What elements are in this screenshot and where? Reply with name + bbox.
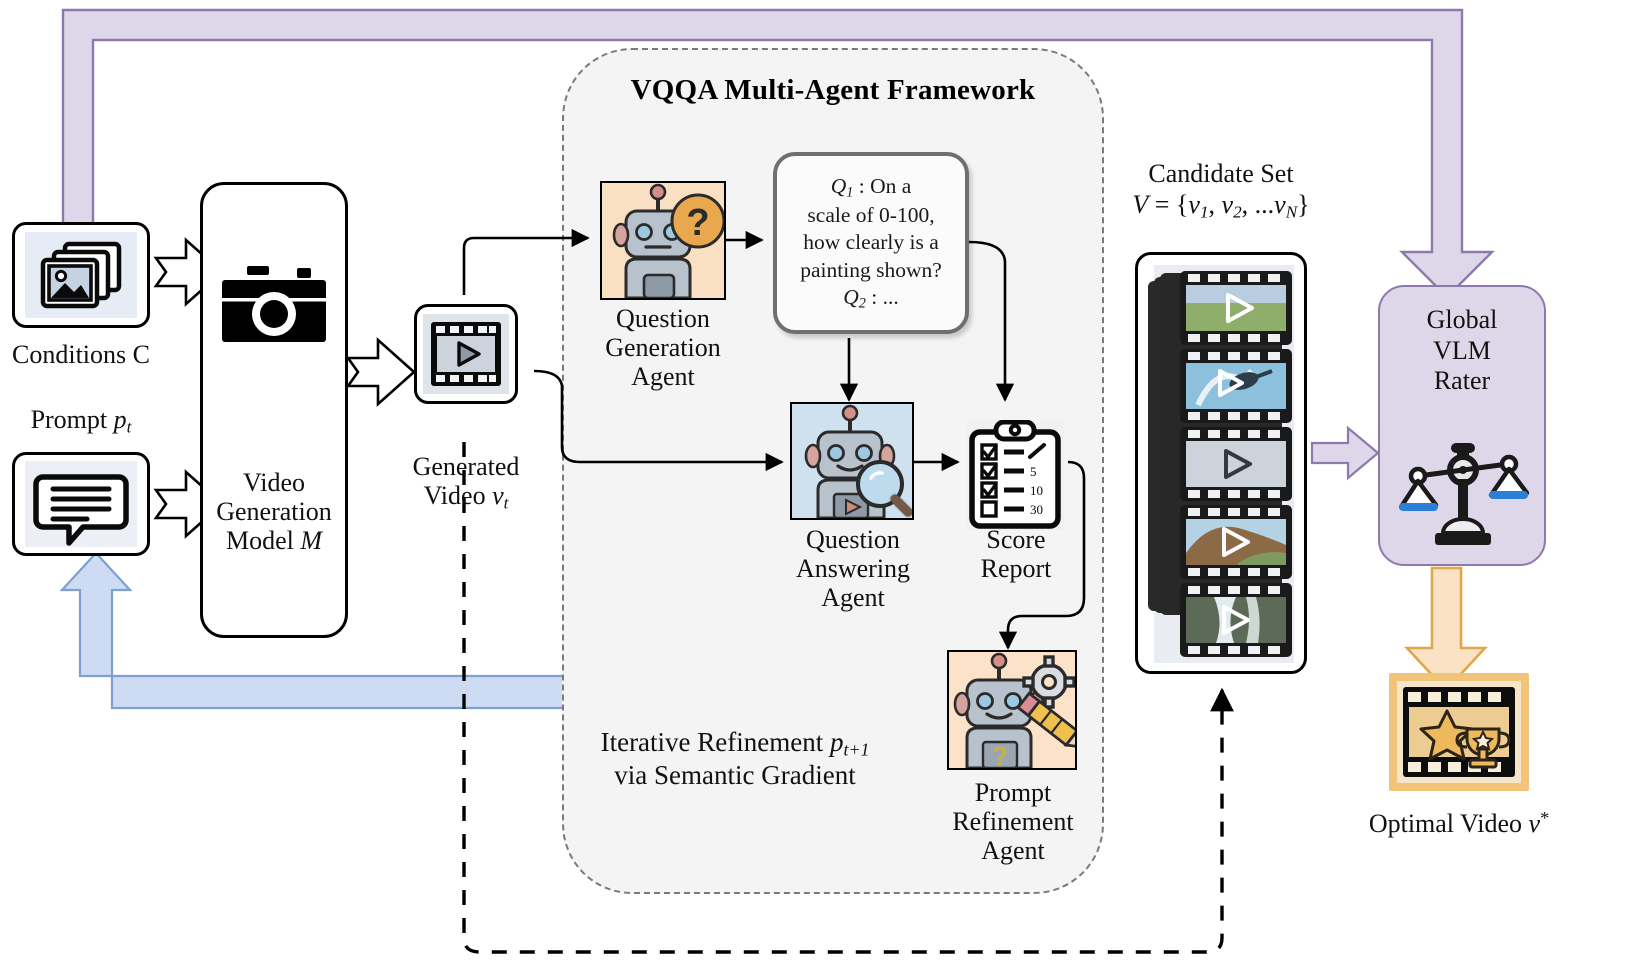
qga-line3: Agent (631, 362, 695, 392)
gvr-line2: VLM (1433, 335, 1491, 365)
optimal-video-card (1389, 673, 1529, 791)
prompt-card (12, 452, 150, 556)
qga-line2: Generation (605, 333, 721, 363)
ir-line1: Iterative Refinement pt+1 (600, 727, 870, 760)
svg-text:?: ? (992, 741, 1008, 768)
robot-gear-pencil-icon: ? (949, 652, 1075, 768)
score-checkbox-tick (982, 444, 998, 459)
orange-rater-to-optimal-arrow (1404, 566, 1488, 692)
vgm-line3: Model M (225, 526, 323, 556)
camera-icon-wrap (200, 262, 348, 348)
prompt-label: Prompt pt (30, 405, 132, 437)
q2-sep: : ... (865, 285, 899, 310)
sr-line1: Score (986, 525, 1046, 554)
ir-line1-main: Iterative Refinement (600, 727, 830, 757)
q1-line2: scale of 0-100, (807, 202, 935, 227)
qaa-line1: Question (806, 525, 900, 554)
iterative-refinement-annotation: Iterative Refinement pt+1 via Semantic G… (576, 727, 894, 792)
robot-question-icon: ? (602, 183, 724, 298)
cs-line2: V = {v1, v2, ...vN} (1132, 190, 1310, 222)
clipboard-checklist-icon: 5 10 30 (966, 419, 1064, 530)
conditions-card (12, 222, 150, 328)
conditions-label-text: Conditions C (12, 340, 150, 369)
model-to-video-block-arrow (345, 337, 416, 407)
question-answering-agent-label: Question Answering Agent (772, 525, 934, 612)
robot-magnifier-icon (792, 404, 912, 518)
score-checkbox-tick (982, 463, 998, 478)
candidate-set-box (1135, 252, 1307, 674)
images-stack-icon (25, 232, 137, 318)
q1-line4: painting shown? (800, 257, 942, 282)
film-star-trophy-icon (1397, 681, 1521, 783)
q1-line: Q1 : On a (830, 174, 912, 201)
q1-line3: how clearly is a (803, 230, 939, 255)
score-checkbox[interactable] (980, 500, 998, 518)
pra-line1: Prompt (974, 778, 1052, 807)
generated-questions-box: Q1 : On a scale of 0-100, how clearly is… (773, 152, 969, 334)
qaa-line2: Answering (795, 554, 911, 584)
generated-video-card (414, 304, 518, 404)
prompt-refinement-agent-label: Prompt Refinement Agent (935, 778, 1091, 865)
optimal-video-label: Optimal Video v* (1368, 808, 1550, 839)
vgm-line1: Video (243, 468, 305, 497)
purple-candidate-to-rater-arrow (1310, 425, 1380, 481)
qaa-line3: Agent (821, 583, 885, 613)
pra-line2: Refinement (952, 807, 1074, 837)
question-generation-agent-label: Question Generation Agent (588, 304, 738, 391)
score-checkbox-tick (982, 482, 998, 497)
framework-title: VQQA Multi-Agent Framework (630, 74, 1036, 106)
gvr-line1: Global (1426, 305, 1498, 334)
film-stack-icon (1148, 265, 1294, 663)
balance-scale-icon (1399, 443, 1529, 545)
prompt-refinement-agent-card: ? (947, 650, 1077, 770)
conditions-label: Conditions C (12, 340, 150, 369)
pra-line3: Agent (981, 836, 1045, 866)
q2-line: Q2 : ... (843, 285, 899, 312)
speech-bubble-text-icon (25, 461, 137, 547)
vgm-line2: Generation (216, 497, 332, 527)
gv-line2: Video vt (423, 481, 509, 513)
question-answering-agent-card (790, 402, 914, 520)
sr-line2: Report (980, 554, 1052, 584)
gvr-line3: Rater (1433, 366, 1491, 396)
video-generation-model-card (200, 182, 348, 638)
gv-line1: Generated (412, 452, 520, 481)
pencil-icon (1028, 443, 1046, 459)
rater-label: Global VLM Rater (1380, 305, 1544, 397)
qga-line1: Question (616, 304, 710, 333)
score-row-value: 5 (1030, 464, 1037, 479)
score-row-value: 10 (1030, 483, 1043, 498)
candidate-set-label: Candidate Set V = {v1, v2, ...vN} (1090, 158, 1352, 223)
camera-icon (222, 266, 326, 342)
cs-line1: Candidate Set (1148, 159, 1294, 188)
score-report-card: 5 10 30 (966, 419, 1064, 530)
global-vlm-rater-card: Global VLM Rater (1378, 285, 1546, 566)
film-play-icon (423, 314, 509, 394)
svg-text:?: ? (686, 202, 709, 244)
q1-sep: : On a (853, 174, 912, 199)
video-generation-model-label: Video Generation Model M (200, 468, 348, 555)
score-row-value: 30 (1030, 502, 1043, 517)
ir-line2: via Semantic Gradient (614, 760, 856, 791)
generated-video-label: Generated Video vt (388, 452, 544, 513)
question-generation-agent-card: ? (600, 181, 726, 300)
score-report-label: Score Report (955, 525, 1077, 583)
